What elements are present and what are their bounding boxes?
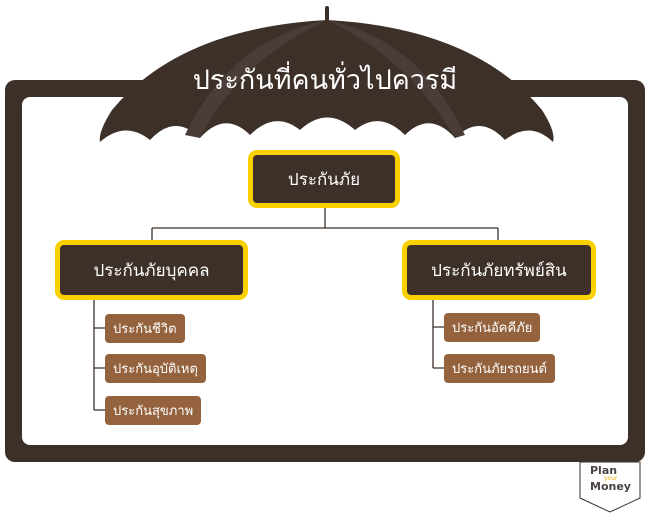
branch-personal: ประกันภัยบุคคล [55, 240, 248, 300]
root-node: ประกันภัย [248, 150, 400, 208]
logo-text: your [604, 475, 618, 482]
item-fire: ประกันอัคคีภัย [444, 313, 541, 342]
connectors [93, 208, 499, 411]
logo: Plan your Money [590, 464, 640, 493]
item-health: ประกันสุขภาพ [105, 396, 202, 425]
item-accident: ประกันอุบัติเหตุ [105, 354, 206, 383]
logo-text: Money [590, 480, 631, 493]
item-life: ประกันชีวิต [105, 314, 185, 343]
logo-text: Plan [590, 464, 618, 477]
page-title: ประกันที่คนทั่วไปควรมี [192, 65, 458, 96]
item-car: ประกันภัยรถยนต์ [444, 354, 555, 383]
canopy-shade [185, 20, 327, 138]
branch-property: ประกันภัยทรัพย์สิน [402, 240, 596, 300]
canopy-shade [327, 20, 465, 138]
logo-badge [579, 461, 641, 513]
